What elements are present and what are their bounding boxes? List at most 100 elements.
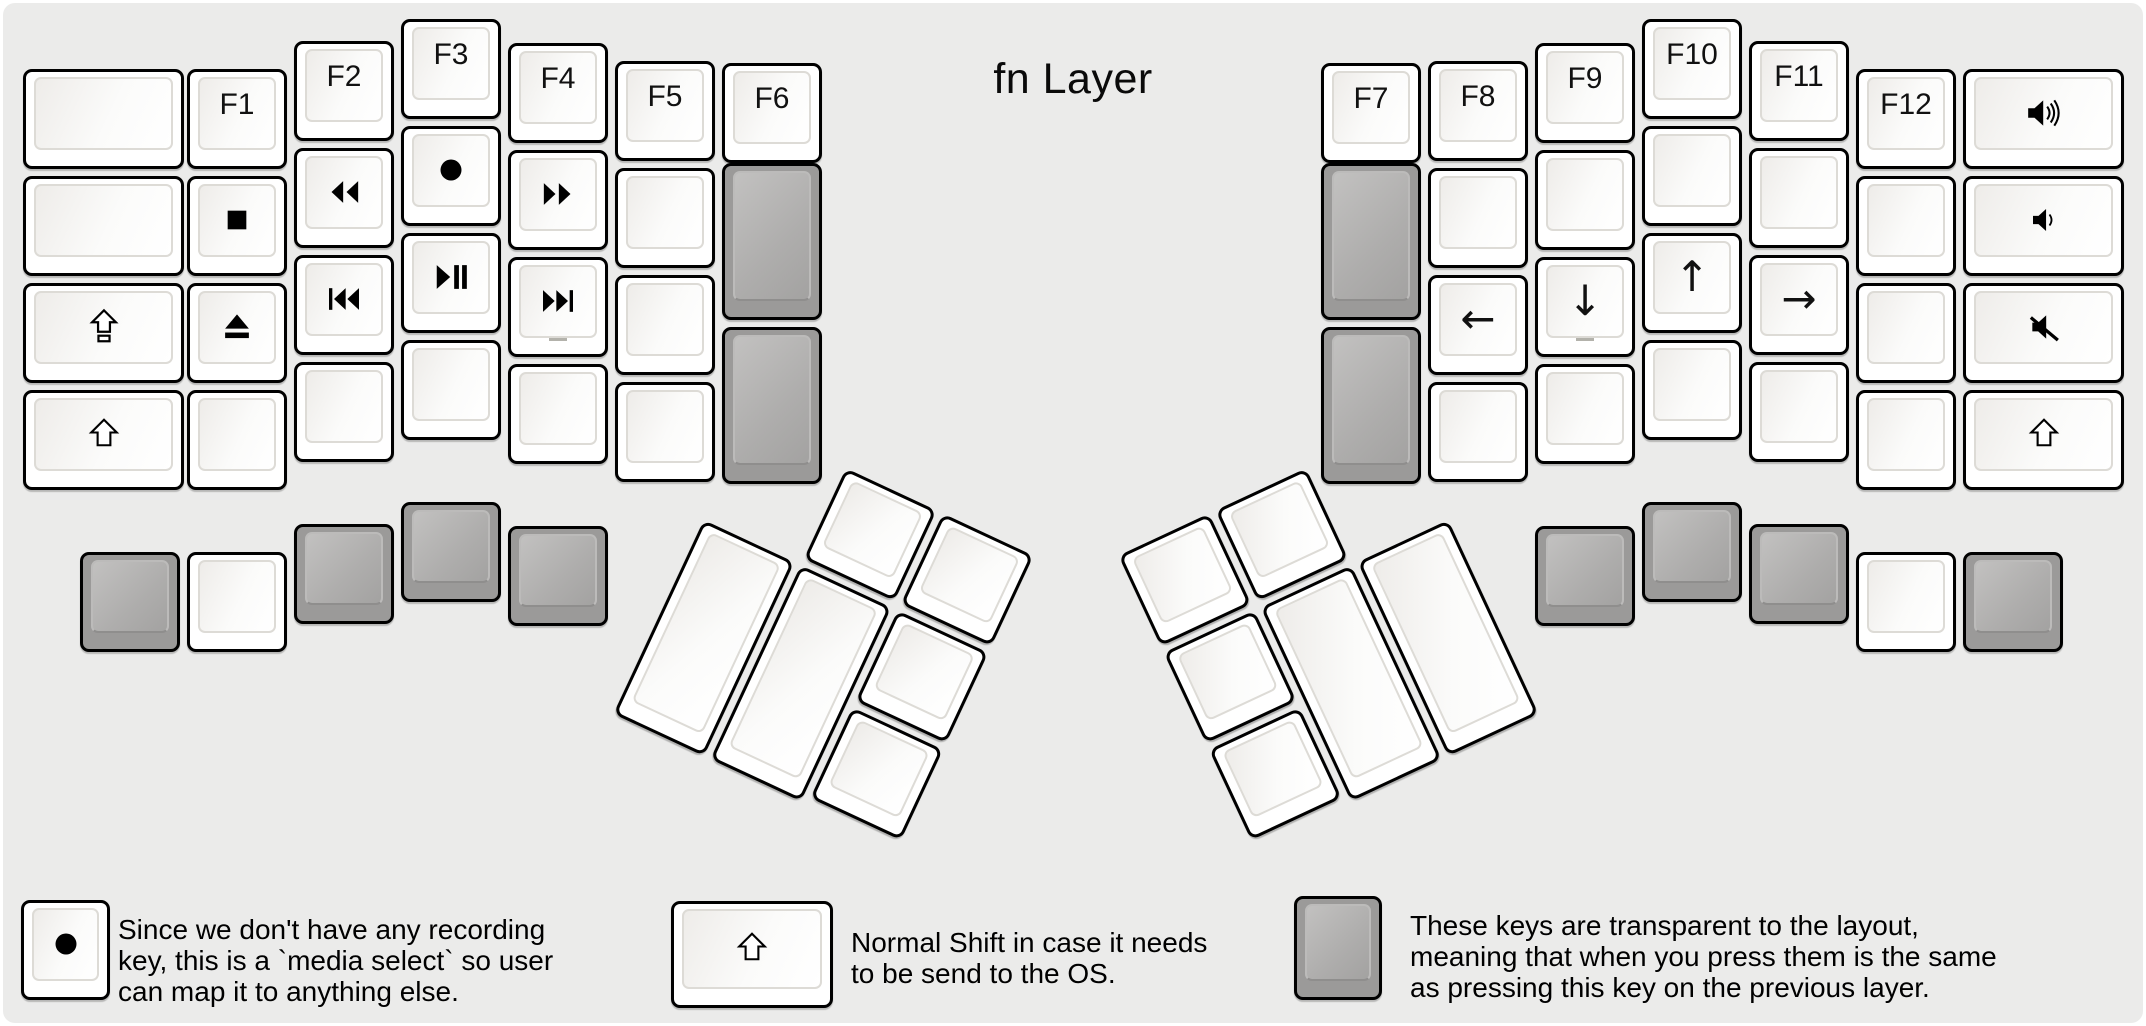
keycap: [305, 370, 383, 443]
key-blank[interactable]: [187, 390, 287, 490]
key-up[interactable]: ↑: [1642, 233, 1742, 333]
key-blank[interactable]: [1535, 150, 1635, 250]
ffwd-icon: [538, 174, 578, 214]
key-shift: [671, 901, 833, 1008]
key-blank[interactable]: [23, 176, 184, 276]
keycap: [1867, 398, 1945, 471]
legend-text-line: Normal Shift in case it needs: [851, 927, 1208, 958]
front-legend-dash: [549, 338, 567, 341]
key-label: F6: [754, 82, 790, 115]
key-f2[interactable]: F2: [294, 41, 394, 141]
key-caps[interactable]: [23, 283, 184, 383]
key-transparent[interactable]: [80, 552, 180, 652]
key-left[interactable]: ←: [1428, 275, 1528, 375]
key-blank[interactable]: [1856, 283, 1956, 383]
key-f5[interactable]: F5: [615, 61, 715, 161]
key-record[interactable]: [401, 126, 501, 226]
key-transparent[interactable]: [722, 327, 822, 484]
right-icon: →: [1781, 274, 1817, 324]
keycap: [412, 348, 490, 421]
legend-text-line: meaning that when you press them is the …: [1410, 941, 1997, 972]
key-down[interactable]: ↓: [1535, 257, 1635, 357]
key-transparent[interactable]: [1749, 524, 1849, 624]
key-f1[interactable]: F1: [187, 69, 287, 169]
key-blank[interactable]: [1749, 362, 1849, 462]
key-transparent[interactable]: [1321, 163, 1421, 320]
key-blank[interactable]: [1642, 340, 1742, 440]
key-skipfwd[interactable]: [508, 257, 608, 357]
key-transparent[interactable]: [294, 524, 394, 624]
key-playpause[interactable]: [401, 233, 501, 333]
key-f10[interactable]: F10: [1642, 19, 1742, 119]
key-right[interactable]: →: [1749, 255, 1849, 355]
key-blank[interactable]: [615, 275, 715, 375]
keycap: [1653, 134, 1731, 207]
key-label: F2: [326, 60, 362, 93]
keycap: [1439, 283, 1517, 356]
legend-note-3: These keys are transparent to the layout…: [1410, 910, 1997, 1003]
key-f4[interactable]: F4: [508, 43, 608, 143]
keycap: [519, 372, 597, 445]
key-transparent[interactable]: [1321, 327, 1421, 484]
key-blank[interactable]: [294, 362, 394, 462]
keycap: [626, 69, 704, 142]
keycap: [626, 390, 704, 463]
key-transparent[interactable]: [722, 163, 822, 320]
key-shift[interactable]: [1963, 390, 2124, 490]
key-f11[interactable]: F11: [1749, 41, 1849, 141]
keycap: [1546, 534, 1624, 607]
keycap: [626, 283, 704, 356]
legend-text-line: to be send to the OS.: [851, 958, 1116, 989]
key-blank[interactable]: [1642, 126, 1742, 226]
key-stop[interactable]: [187, 176, 287, 276]
shift-icon: [734, 930, 770, 966]
keycap: [1228, 480, 1331, 580]
key-label: F10: [1666, 38, 1718, 71]
key-f6[interactable]: F6: [722, 63, 822, 163]
keycap: [1974, 560, 2052, 633]
key-blank[interactable]: [1428, 382, 1528, 482]
key-shift[interactable]: [23, 390, 184, 490]
key-f9[interactable]: F9: [1535, 43, 1635, 143]
keycap: [918, 525, 1021, 625]
key-blank[interactable]: [187, 552, 287, 652]
key-volup[interactable]: [1963, 69, 2124, 169]
keycap: [1974, 77, 2113, 150]
key-rew[interactable]: [294, 148, 394, 248]
key-blank[interactable]: [401, 340, 501, 440]
key-blank[interactable]: [1856, 390, 1956, 490]
key-mute[interactable]: [1963, 283, 2124, 383]
keycap: [1332, 335, 1410, 465]
keycap: [1439, 176, 1517, 249]
key-blank[interactable]: [615, 168, 715, 268]
keycap: [412, 241, 490, 314]
key-transparent[interactable]: [1642, 502, 1742, 602]
key-blank[interactable]: [615, 382, 715, 482]
key-ffwd[interactable]: [508, 150, 608, 250]
keycap: [519, 158, 597, 231]
keycap: [91, 560, 169, 633]
keycap: [1131, 525, 1234, 625]
key-skipback[interactable]: [294, 255, 394, 355]
key-f7[interactable]: F7: [1321, 63, 1421, 163]
key-blank[interactable]: [23, 69, 184, 169]
key-transparent[interactable]: [401, 502, 501, 602]
key-transparent[interactable]: [508, 526, 608, 626]
key-eject[interactable]: [187, 283, 287, 383]
skipfwd-icon: [538, 281, 578, 321]
key-blank[interactable]: [1535, 364, 1635, 464]
key-transparent[interactable]: [1963, 552, 2063, 652]
record-icon: [433, 152, 469, 188]
key-f8[interactable]: F8: [1428, 61, 1528, 161]
key-blank[interactable]: [508, 364, 608, 464]
key-transparent[interactable]: [1535, 526, 1635, 626]
key-blank[interactable]: [1856, 552, 1956, 652]
keycap: [198, 560, 276, 633]
key-blank[interactable]: [1749, 148, 1849, 248]
key-blank[interactable]: [1428, 168, 1528, 268]
key-f3[interactable]: F3: [401, 19, 501, 119]
key-blank[interactable]: [1856, 176, 1956, 276]
key-voldown[interactable]: [1963, 176, 2124, 276]
key-f12[interactable]: F12: [1856, 69, 1956, 169]
keycap: [1305, 904, 1371, 981]
